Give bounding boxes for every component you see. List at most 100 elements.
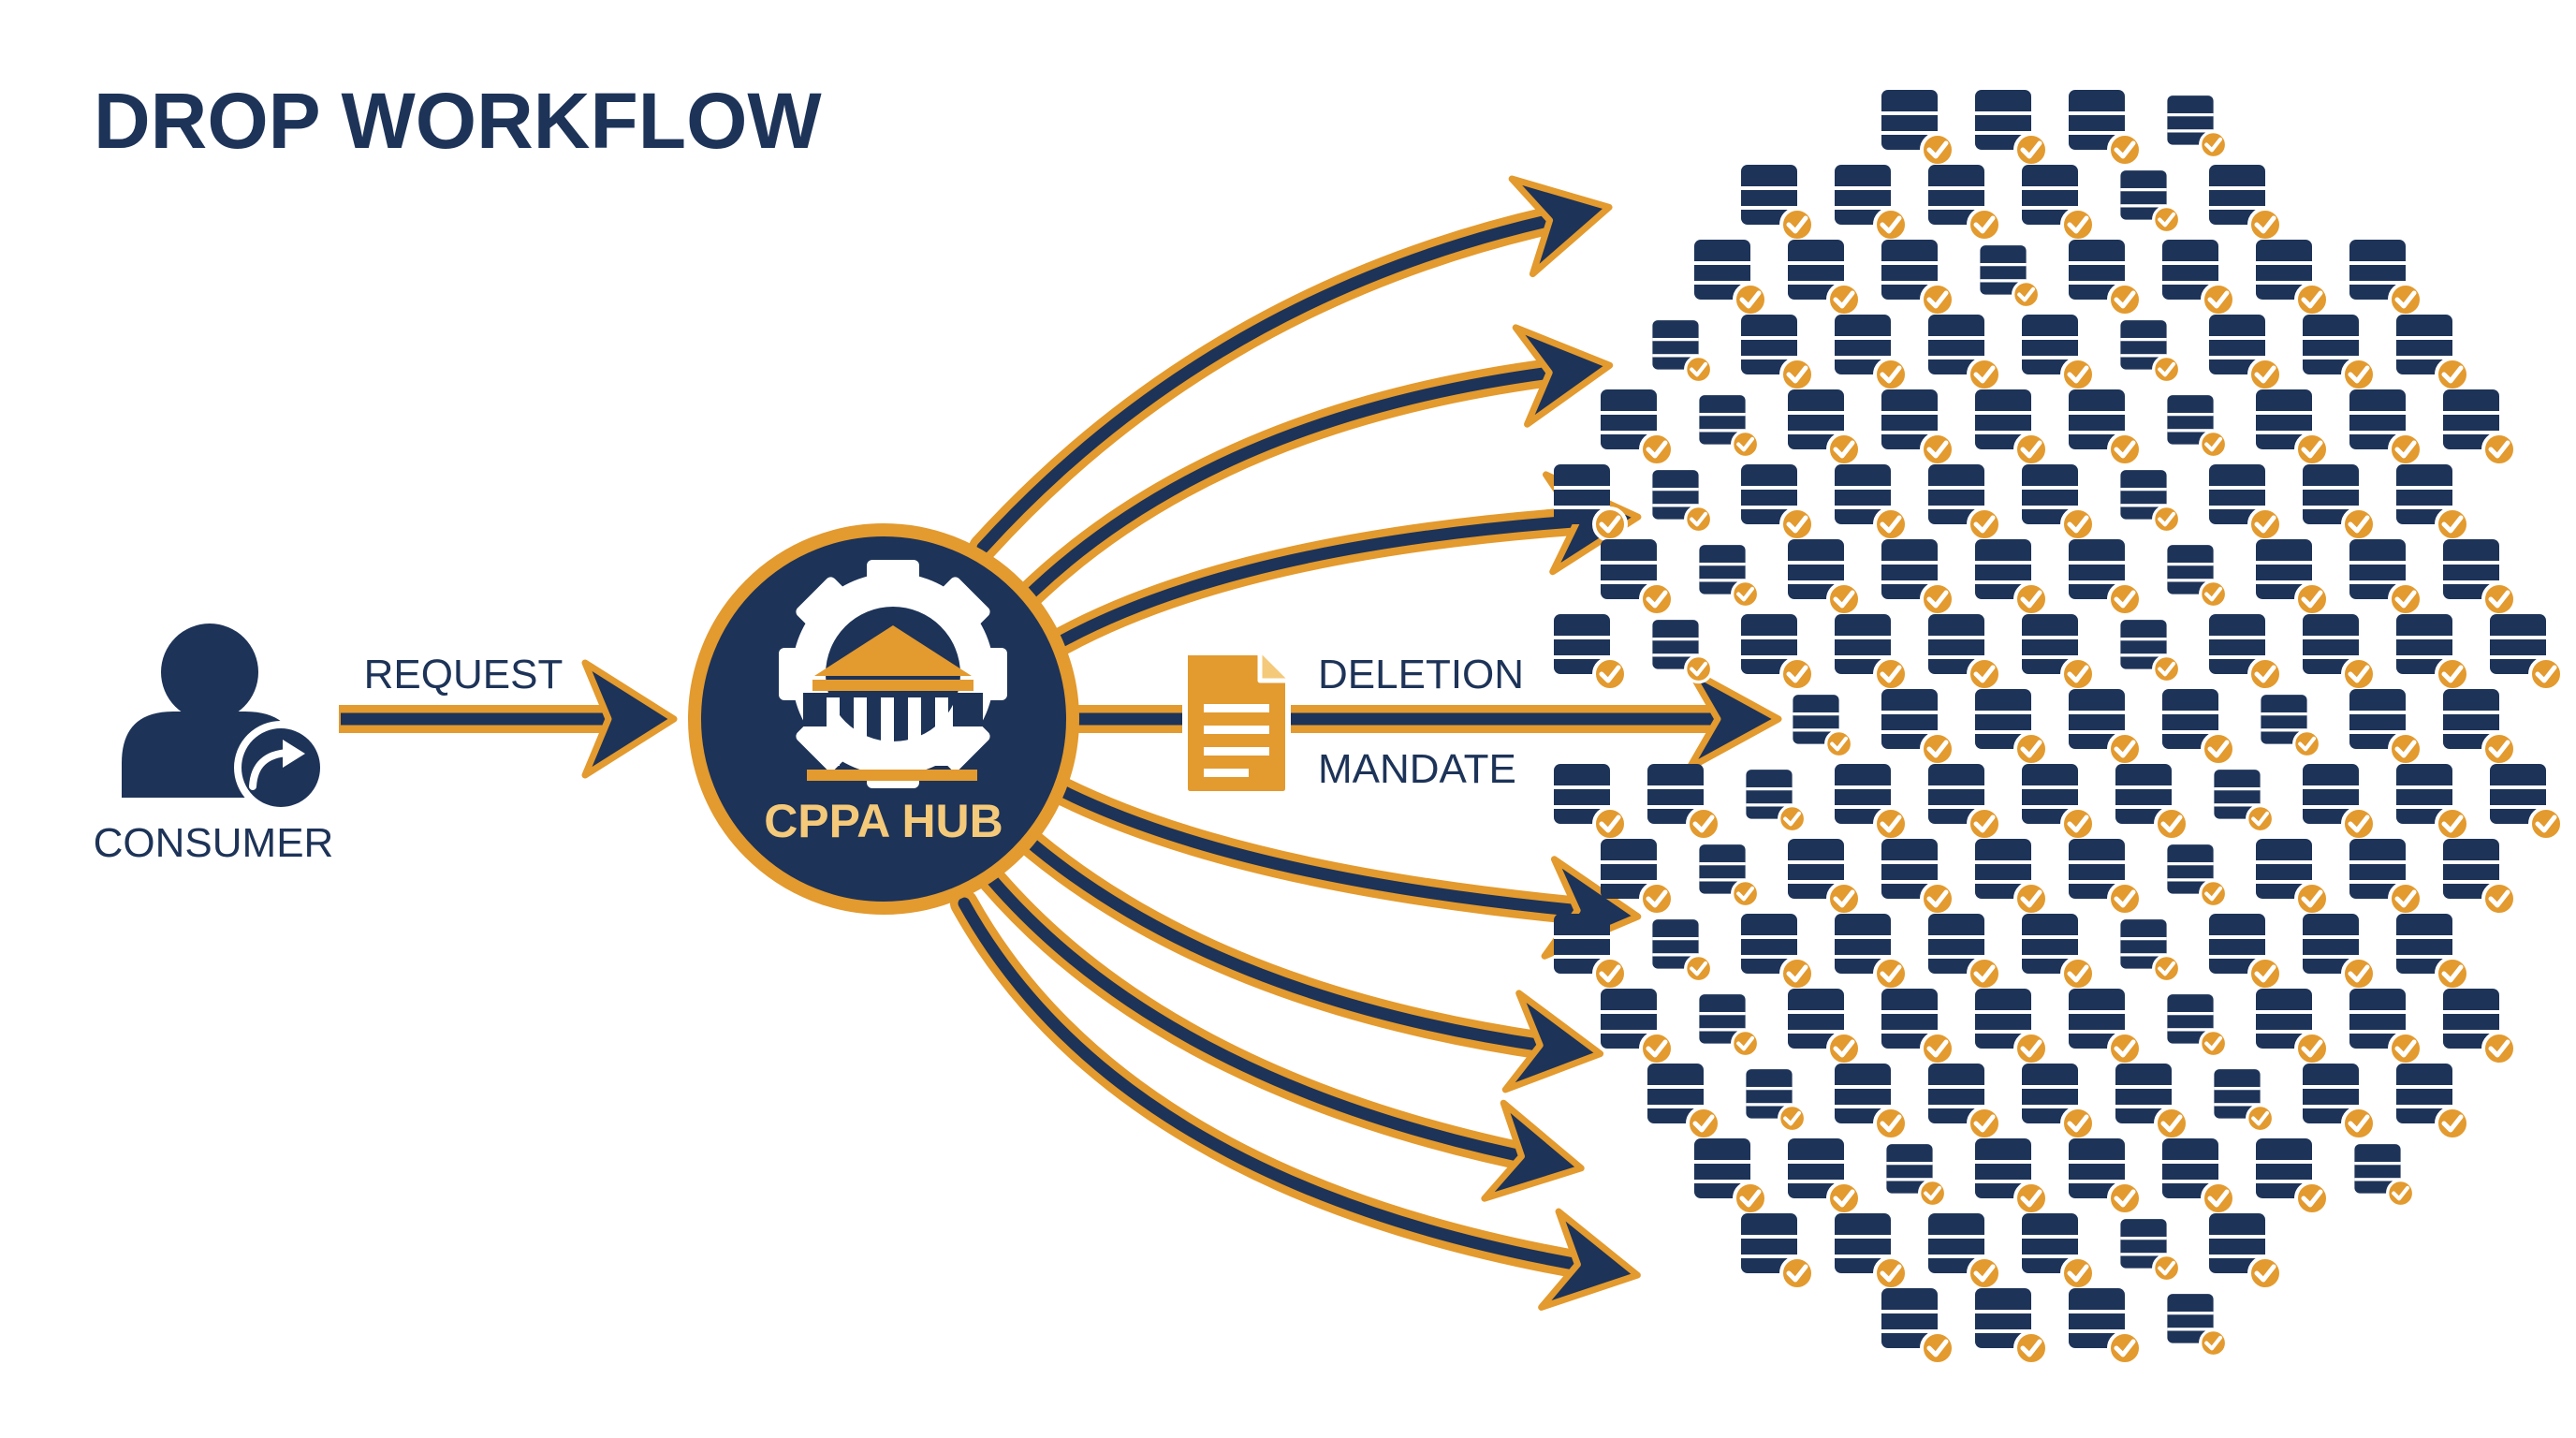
database-check-icon xyxy=(2443,839,2515,915)
database-check-icon xyxy=(2022,1213,2094,1289)
database-check-icon xyxy=(2069,539,2141,615)
database-check-icon xyxy=(1928,614,2000,690)
database-check-icon xyxy=(2069,240,2141,315)
database-check-icon xyxy=(2256,989,2328,1064)
database-check-icon xyxy=(2396,464,2468,540)
database-check-icon xyxy=(1652,919,1711,981)
database-check-icon xyxy=(2120,170,2179,232)
database-check-icon xyxy=(1928,764,2000,840)
database-check-icon xyxy=(1835,315,1907,390)
database-check-icon xyxy=(1601,989,1673,1064)
database-check-icon xyxy=(2069,989,2141,1064)
database-check-icon xyxy=(2303,1064,2375,1139)
database-check-icon xyxy=(2209,614,2281,690)
database-check-icon xyxy=(2069,1138,2141,1214)
database-check-icon xyxy=(2256,240,2328,315)
database-check-icon xyxy=(1699,545,1758,607)
database-check-icon xyxy=(2167,395,2226,457)
database-check-icon xyxy=(2349,240,2422,315)
database-check-icon xyxy=(2354,1144,2413,1206)
database-check-icon xyxy=(1975,389,2047,465)
database-check-icon xyxy=(2069,839,2141,915)
database-check-icon xyxy=(2167,95,2226,157)
database-check-icon xyxy=(2069,1288,2141,1364)
database-check-icon xyxy=(2349,689,2422,765)
database-check-icon xyxy=(1835,464,1907,540)
database-check-icon xyxy=(2167,1294,2226,1356)
database-check-icon xyxy=(1788,989,1860,1064)
database-check-icon xyxy=(1975,989,2047,1064)
database-check-icon xyxy=(1652,320,1711,382)
database-check-icon xyxy=(2209,315,2281,390)
database-check-icon xyxy=(1694,240,1766,315)
database-check-icon xyxy=(2069,689,2141,765)
database-check-icon xyxy=(1741,614,1813,690)
mandate-label-line2: MANDATE xyxy=(1318,746,1516,792)
database-check-icon xyxy=(1928,1213,2000,1289)
database-check-icon xyxy=(1835,1213,1907,1289)
database-check-icon xyxy=(2069,389,2141,465)
database-check-icon xyxy=(1647,1064,1720,1139)
database-check-icon xyxy=(1975,839,2047,915)
database-check-icon xyxy=(1741,464,1813,540)
database-check-icon xyxy=(1652,620,1711,682)
database-check-icon xyxy=(1746,1069,1805,1131)
fan-out-arrow xyxy=(950,889,1641,1311)
database-check-icon xyxy=(1694,1138,1766,1214)
database-check-icon xyxy=(2209,165,2281,241)
database-check-icon xyxy=(2396,1064,2468,1139)
database-check-icon xyxy=(1741,315,1813,390)
database-check-icon xyxy=(2167,844,2226,906)
hub-label: CPPA HUB xyxy=(764,795,1003,847)
database-check-icon xyxy=(1601,389,1673,465)
database-check-icon xyxy=(1928,315,2000,390)
request-label: REQUEST xyxy=(364,652,564,697)
database-check-icon xyxy=(2349,839,2422,915)
database-check-icon xyxy=(1975,90,2047,166)
database-check-icon xyxy=(1975,689,2047,765)
database-check-icon xyxy=(1975,1138,2047,1214)
database-check-icon xyxy=(1886,1144,1945,1206)
database-check-icon xyxy=(2256,1138,2328,1214)
database-check-icon xyxy=(1835,165,1907,241)
database-check-icon xyxy=(1835,764,1907,840)
database-check-icon xyxy=(1975,539,2047,615)
database-check-icon xyxy=(2167,545,2226,607)
database-check-icon xyxy=(2490,764,2562,840)
database-check-icon xyxy=(1788,240,1860,315)
database-check-icon xyxy=(2120,620,2179,682)
database-check-icon xyxy=(2162,689,2234,765)
database-check-icon xyxy=(1928,165,2000,241)
database-check-icon xyxy=(2256,839,2328,915)
database-check-icon xyxy=(2022,464,2094,540)
database-check-icon xyxy=(2022,764,2094,840)
database-check-icon xyxy=(2396,614,2468,690)
database-check-icon xyxy=(1601,539,1673,615)
database-check-icon xyxy=(1881,839,1954,915)
database-check-icon xyxy=(1835,614,1907,690)
database-check-icon xyxy=(1980,245,2039,307)
database-check-icon xyxy=(2349,989,2422,1064)
database-check-icon xyxy=(2256,539,2328,615)
database-check-icon xyxy=(2162,1138,2234,1214)
database-check-icon xyxy=(2303,764,2375,840)
database-check-icon xyxy=(2396,315,2468,390)
database-check-icon xyxy=(2162,240,2234,315)
database-check-icon xyxy=(2303,464,2375,540)
database-check-icon xyxy=(1881,689,1954,765)
database-check-icon xyxy=(2349,389,2422,465)
fan-out-arrow xyxy=(969,175,1613,562)
fan-out-arrow xyxy=(1011,824,1604,1093)
database-check-icon xyxy=(2443,539,2515,615)
database-check-icon xyxy=(2209,464,2281,540)
database-check-icon xyxy=(2120,919,2179,981)
database-check-icon xyxy=(1746,770,1805,831)
database-check-icon xyxy=(1975,1288,2047,1364)
mandate-label-line1: DELETION xyxy=(1318,652,1524,697)
database-check-icon xyxy=(2022,315,2094,390)
database-check-icon xyxy=(2256,389,2328,465)
database-check-icon xyxy=(1554,614,1626,690)
database-check-icon xyxy=(1788,389,1860,465)
database-check-icon xyxy=(2022,165,2094,241)
document-icon xyxy=(1182,650,1291,797)
